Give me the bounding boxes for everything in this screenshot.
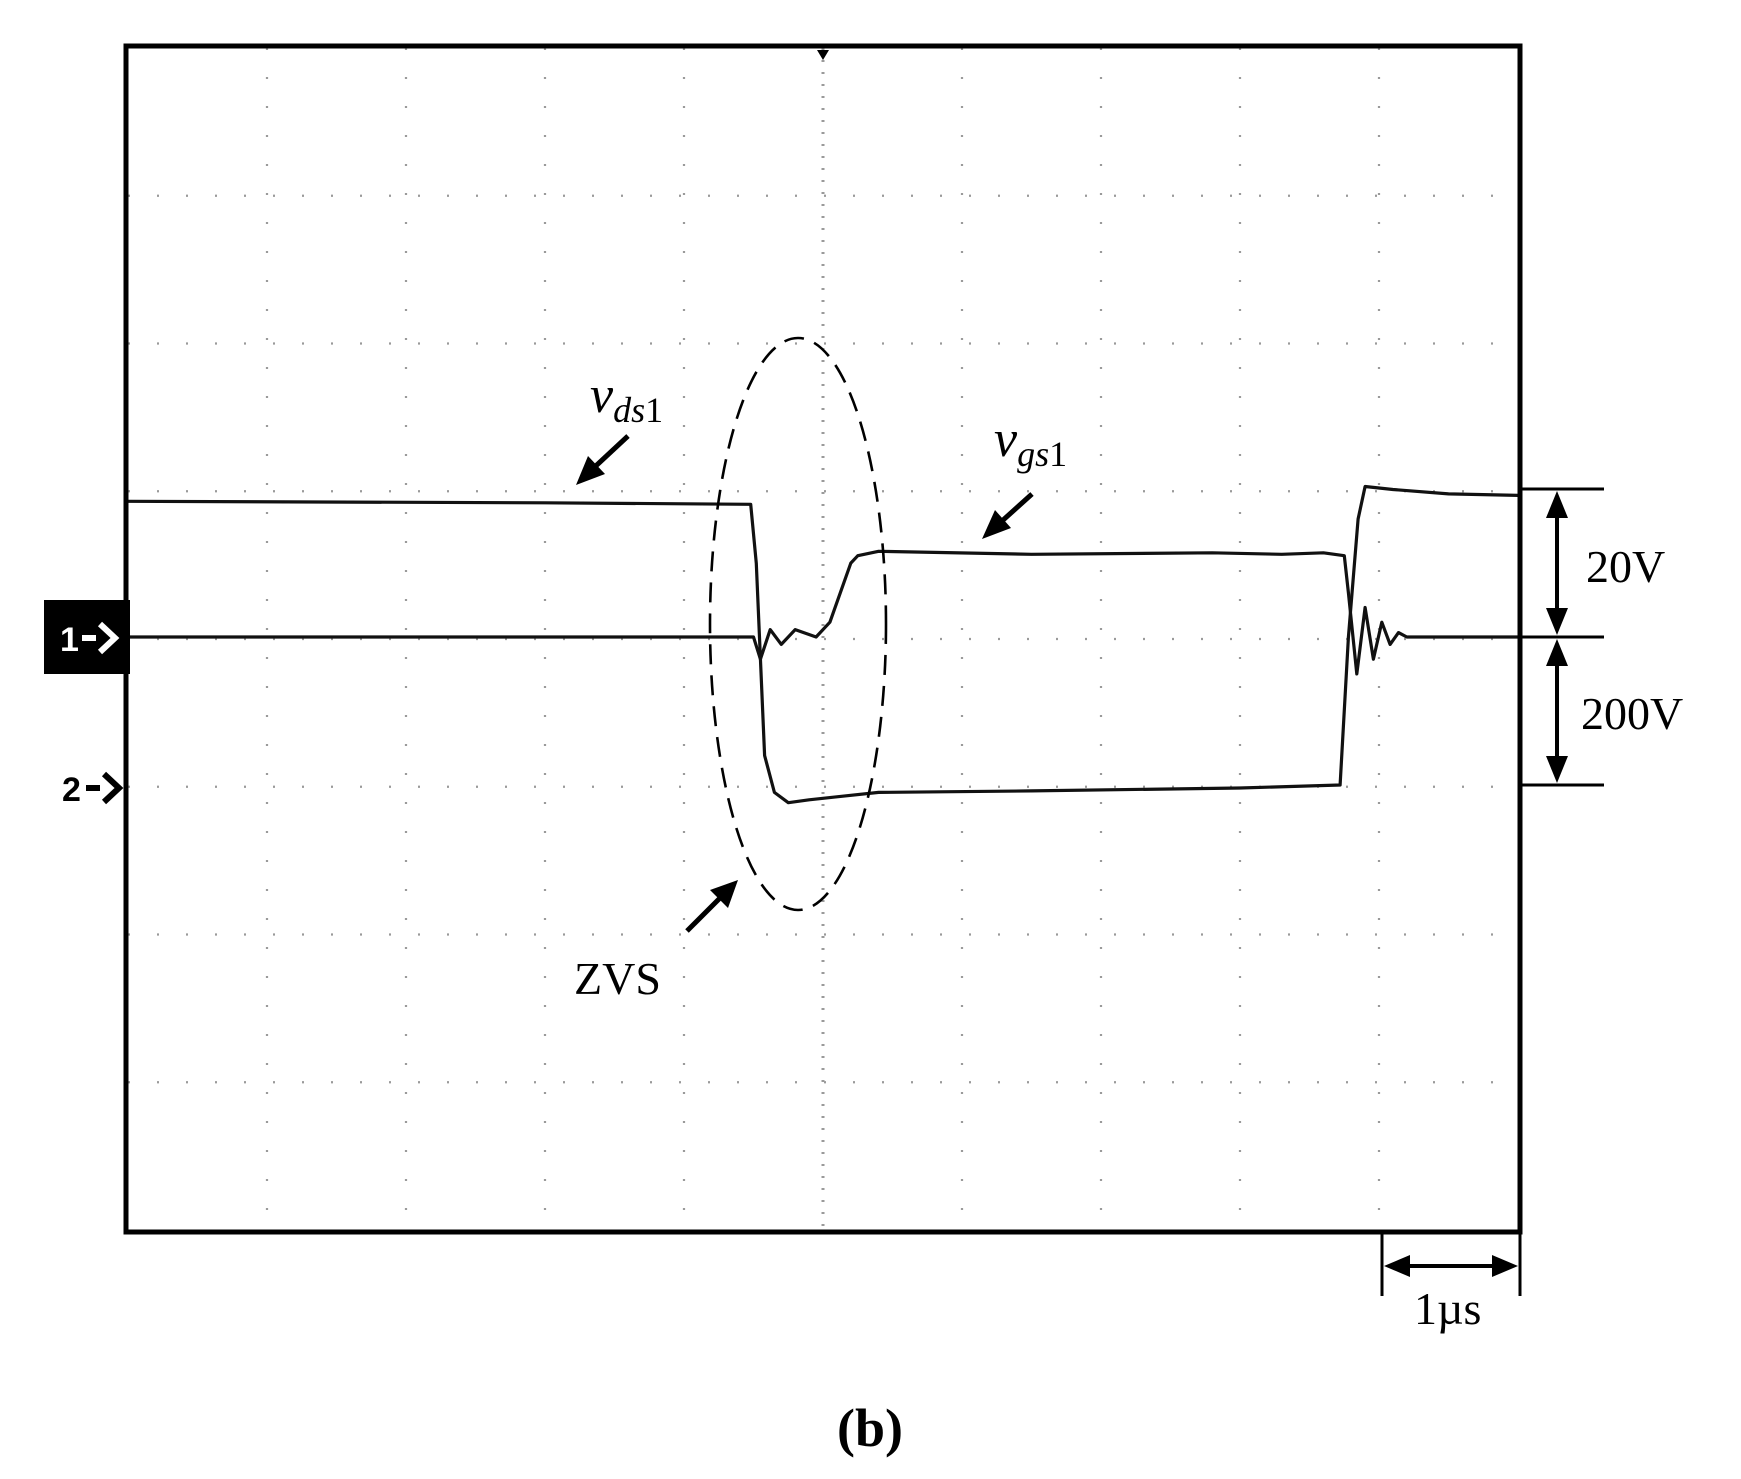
vgs1-trace — [128, 549, 1518, 676]
time-left-arrow-icon — [1384, 1255, 1410, 1277]
channel-2-marker: 2 — [62, 771, 124, 809]
scale-20v-up-arrow-icon — [1546, 491, 1568, 518]
channel-1-arrow-icon — [82, 621, 120, 655]
scale-bars: 20V 200V — [1520, 487, 1683, 787]
zvs-ellipse — [708, 336, 888, 912]
channel-2-label: 2 — [62, 771, 81, 809]
zvs-arrowhead-icon — [710, 880, 738, 908]
time-right-arrow-icon — [1492, 1255, 1518, 1277]
vds1-arrowhead-icon — [576, 456, 605, 485]
figure-caption: (b) — [837, 1398, 903, 1458]
zvs-label: ZVS — [574, 953, 661, 1004]
scale-20v-down-arrow-icon — [1546, 608, 1568, 635]
vds1-label: vds1 — [590, 367, 663, 430]
scale-200v-up-arrow-icon — [1546, 639, 1568, 666]
traces — [127, 484, 1519, 805]
scale-200v-down-arrow-icon — [1546, 756, 1568, 783]
channel-2-arrow-icon — [86, 771, 124, 805]
channel-1-marker: 1 — [44, 600, 130, 674]
zvs-annotation: ZVS — [574, 336, 888, 1004]
vgs1-arrowhead-icon — [982, 510, 1011, 539]
time-scale-bar: 1µs — [1380, 1232, 1522, 1334]
vgs1-label: vgs1 — [994, 411, 1067, 474]
vds1-trace — [127, 484, 1519, 805]
vgs1-annotation: vgs1 — [982, 411, 1067, 539]
grid — [128, 48, 1518, 1230]
scale-20v-label: 20V — [1586, 541, 1665, 592]
trigger-marker-icon — [817, 50, 829, 60]
vds1-annotation: vds1 — [576, 367, 663, 485]
channel-1-label: 1 — [60, 621, 79, 659]
scale-200v-label: 200V — [1581, 688, 1683, 739]
time-scale-label: 1µs — [1414, 1283, 1481, 1334]
